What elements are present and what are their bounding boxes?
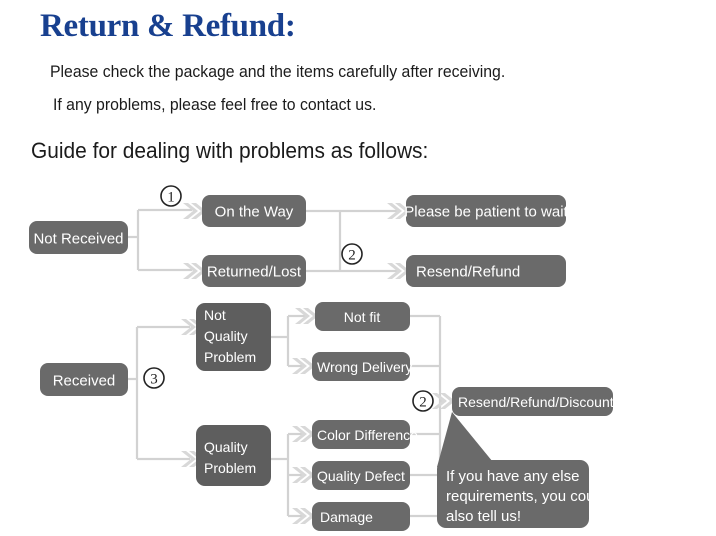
- node-quality-defect-label: Quality Defect: [317, 468, 405, 484]
- node-wrong-delivery: Wrong Delivery: [312, 352, 412, 381]
- edge-quality-split: [271, 432, 305, 518]
- arrowheads: [181, 203, 455, 524]
- node-not-quality-problem-line-2: Quality: [204, 328, 248, 344]
- node-resend-refund-discount-label: Resend/Refund/Discount: [458, 394, 614, 410]
- step-marker-2-bottom: 2: [412, 390, 434, 412]
- node-not-quality-problem-line-3: Problem: [204, 349, 256, 365]
- node-resend-refund-label: Resend/Refund: [416, 264, 520, 281]
- node-resend-refund-discount: Resend/Refund/Discount: [452, 387, 614, 416]
- intro-line-1: Please check the package and the items c…: [50, 62, 506, 81]
- callout-line-3: also tell us!: [446, 508, 521, 525]
- step-marker-3-label: 3: [150, 372, 158, 388]
- node-quality-problem-line-1: Quality: [204, 439, 248, 455]
- step-marker-2-top-label: 2: [348, 248, 356, 264]
- node-not-fit-label: Not fit: [344, 309, 381, 325]
- node-please-be-patient-label: Please be patient to wait: [404, 204, 568, 221]
- edge-received-split: [128, 325, 190, 461]
- node-damage-label: Damage: [320, 509, 373, 525]
- edge-not-received-split: [128, 208, 192, 272]
- step-marker-1-label: 1: [167, 190, 175, 206]
- node-quality-defect: Quality Defect: [312, 461, 410, 490]
- node-please-be-patient: Please be patient to wait: [404, 195, 569, 227]
- step-marker-1: 1: [160, 185, 182, 207]
- node-resend-refund: Resend/Refund: [406, 255, 566, 287]
- callout-bubble: If you have any else requirements, you c…: [437, 412, 606, 528]
- node-on-the-way: On the Way: [202, 195, 306, 227]
- node-not-quality-problem: Not Quality Problem: [196, 303, 271, 371]
- node-on-the-way-label: On the Way: [215, 204, 294, 221]
- node-color-difference: Color Difference: [312, 420, 418, 449]
- node-not-quality-problem-line-1: Not: [204, 307, 226, 323]
- step-marker-2-bottom-label: 2: [419, 395, 427, 411]
- guide-heading: Guide for dealing with problems as follo…: [31, 138, 429, 163]
- callout-line-2: requirements, you could: [446, 488, 606, 505]
- step-marker-2-top: 2: [341, 243, 363, 265]
- node-quality-problem: Quality Problem: [196, 425, 271, 486]
- node-wrong-delivery-label: Wrong Delivery: [317, 359, 412, 375]
- node-not-received: Not Received: [29, 221, 128, 254]
- node-damage: Damage: [312, 502, 410, 531]
- node-received-label: Received: [53, 373, 116, 390]
- node-received: Received: [40, 363, 128, 396]
- node-quality-problem-line-2: Problem: [204, 460, 256, 476]
- step-marker-3: 3: [143, 367, 165, 389]
- node-returned-lost: Returned/Lost: [202, 255, 306, 287]
- node-not-fit: Not fit: [315, 302, 410, 331]
- node-returned-lost-label: Returned/Lost: [207, 264, 302, 281]
- page-title: Return & Refund:: [40, 8, 296, 44]
- node-not-received-label: Not Received: [33, 231, 123, 248]
- callout-line-1: If you have any else: [446, 468, 579, 485]
- intro-line-2: If any problems, please feel free to con…: [53, 95, 377, 114]
- node-color-difference-label: Color Difference: [317, 427, 418, 443]
